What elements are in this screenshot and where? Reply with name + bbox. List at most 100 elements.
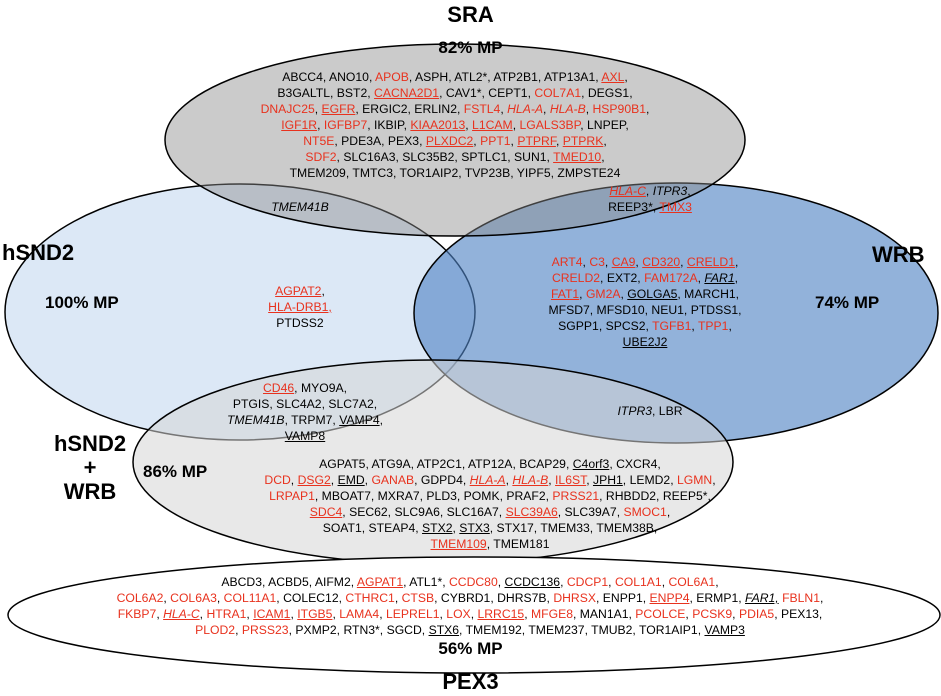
gene-text: , bbox=[604, 255, 612, 269]
gene-text: PCSK9 bbox=[692, 607, 733, 621]
gene-line: CRELD2, EXT2, FAM172A, FAR1, bbox=[510, 270, 780, 286]
gene-text: , bbox=[500, 102, 508, 116]
hsnd2-wrb-sra-genes: CD46, MYO9A,PTGIS, SLC4A2, SLC7A2,TMEM41… bbox=[195, 380, 415, 444]
gene-line: TMEM41B, TRPM7, VAMP4, bbox=[195, 412, 415, 428]
gene-text: AGPAT2 bbox=[275, 284, 322, 298]
gene-text: , CAV1*, CEPT1, bbox=[439, 86, 535, 100]
gene-line: TMEM109, TMEM181 bbox=[190, 536, 790, 552]
gene-line: SDC4, SEC62, SLC9A6, SLC16A7, SLC39A6, S… bbox=[190, 504, 790, 520]
gene-text: , bbox=[680, 255, 687, 269]
gene-text: DSG2 bbox=[297, 473, 331, 487]
sra-only-genes: ABCC4, ANO10, APOB, ASPH, ATL2*, ATP2B1,… bbox=[190, 69, 720, 181]
gene-text: , bbox=[732, 607, 739, 621]
gene-text: , bbox=[452, 521, 460, 535]
gene-text: ENPP4 bbox=[649, 591, 690, 605]
gene-text: , EXT2, bbox=[600, 271, 645, 285]
gene-text: , bbox=[735, 255, 739, 269]
gene-text: , MYO9A, bbox=[294, 381, 347, 395]
gene-line: PLOD2, PRSS23, PXMP2, RTN3*, SGCD, STX6,… bbox=[20, 622, 920, 638]
gene-text: , bbox=[163, 591, 171, 605]
gene-text: , SLC39A7, bbox=[557, 505, 624, 519]
gene-text: EMD bbox=[337, 473, 365, 487]
gene-text: , SLC16A3, SLC35B2, SPTLC1, SUN1, bbox=[336, 150, 554, 164]
gene-text: , bbox=[379, 413, 384, 427]
gene-text: HLA-A bbox=[469, 473, 506, 487]
gene-text: , DEGS1, bbox=[581, 86, 633, 100]
gene-text: , bbox=[579, 287, 586, 301]
gene-text: ICAM1 bbox=[253, 607, 291, 621]
gene-text: GANAB bbox=[371, 473, 415, 487]
gene-text: CACNA2D1 bbox=[374, 86, 440, 100]
gene-text: MFGE8 bbox=[531, 607, 573, 621]
gene-text: LRPAP1 bbox=[269, 489, 315, 503]
gene-text: MFSD7, MFSD10, NEU1, PTDSS1, bbox=[548, 303, 742, 317]
gene-text: CA9 bbox=[611, 255, 636, 269]
gene-text: IL6ST bbox=[555, 473, 587, 487]
gene-text: , bbox=[620, 287, 628, 301]
gene-text: , bbox=[608, 575, 615, 589]
gene-line: LRPAP1, MBOAT7, MXRA7, PLD3, POMK, PRAF2… bbox=[190, 488, 790, 504]
gene-text: , bbox=[548, 473, 556, 487]
gene-text: B3GALTL, BST2, bbox=[277, 86, 375, 100]
gene-text: LEPREL1 bbox=[385, 607, 440, 621]
gene-text: SDF2 bbox=[305, 150, 337, 164]
gene-text: , bbox=[439, 607, 447, 621]
gene-text: , bbox=[524, 607, 531, 621]
gene-text: CDCP1 bbox=[566, 575, 609, 589]
gene-text: ABCC4, ANO10, bbox=[282, 70, 376, 84]
gene-text: , bbox=[317, 118, 324, 132]
gene-line: FKBP7, HLA-C, HTRA1, ICAM1, ITGB5, LAMA4… bbox=[20, 606, 920, 622]
gene-text: , bbox=[216, 591, 224, 605]
hsnd2-title: hSND2 bbox=[2, 240, 75, 265]
gene-text: CD320 bbox=[642, 255, 681, 269]
gene-text: FSTL4 bbox=[463, 102, 501, 116]
gene-line: PTGIS, SLC4A2, SLC7A2, bbox=[195, 396, 415, 412]
wrb-percentage: 74% MP bbox=[815, 293, 880, 312]
gene-text: APOB bbox=[375, 70, 409, 84]
gene-text: ABCD3, ACBD5, AIFM2, bbox=[221, 575, 357, 589]
hsnd2-wrb-percentage: 86% MP bbox=[143, 462, 208, 481]
gene-text: CCDC80 bbox=[448, 575, 498, 589]
gene-text: TMEM41B bbox=[271, 200, 329, 214]
gene-text: FBLN1 bbox=[782, 591, 820, 605]
gene-text: , bbox=[290, 607, 298, 621]
gene-line: AGPAT5, ATG9A, ATP2C1, ATP12A, BCAP29, C… bbox=[190, 456, 790, 472]
sra-title: SRA bbox=[447, 2, 494, 27]
gene-text: STX6 bbox=[428, 623, 460, 637]
gene-text: EGFR bbox=[321, 102, 356, 116]
gene-line: REEP3*, TMX3 bbox=[570, 199, 730, 215]
gene-text: LAMA4 bbox=[339, 607, 380, 621]
gene-text: CD46 bbox=[263, 381, 295, 395]
gene-text: FAR1 bbox=[704, 271, 735, 285]
gene-text: , PXMP2, RTN3*, SGCD, bbox=[288, 623, 429, 637]
gene-text: , bbox=[661, 575, 669, 589]
hsnd2-wrb-title-line3: WRB bbox=[63, 479, 117, 504]
sra-wrb-pex3-genes: ITPR3, LBR bbox=[580, 403, 720, 419]
gene-text: , bbox=[470, 607, 478, 621]
gene-text: , bbox=[379, 607, 386, 621]
gene-text: HLA-B bbox=[512, 473, 549, 487]
gene-text: , bbox=[555, 134, 563, 148]
gene-text: , bbox=[685, 607, 693, 621]
gene-text: , bbox=[199, 607, 207, 621]
gene-text: CCDC136 bbox=[504, 575, 561, 589]
gene-text: , STX17, TMEM33, TMEM38B, bbox=[489, 521, 658, 535]
gene-text: , PDE3A, PEX3, bbox=[334, 134, 426, 148]
gene-text: , bbox=[728, 319, 732, 333]
gene-line: PTDSS2 bbox=[240, 315, 360, 331]
gene-text: , MARCH1, bbox=[677, 287, 740, 301]
gene-text: , bbox=[734, 271, 739, 285]
gene-text: IGF1R bbox=[281, 118, 318, 132]
gene-text: , ERGIC2, ERLIN2, bbox=[355, 102, 464, 116]
gene-text: PTPRK bbox=[562, 134, 604, 148]
gene-text: COL6A2 bbox=[116, 591, 164, 605]
gene-text: , bbox=[314, 102, 322, 116]
gene-text: , bbox=[290, 473, 298, 487]
gene-text: , MBOAT7, MXRA7, PLD3, POMK, PRAF2, bbox=[314, 489, 553, 503]
gene-text: , bbox=[582, 255, 590, 269]
gene-text: TMEM109 bbox=[430, 537, 487, 551]
gene-text: , bbox=[505, 473, 513, 487]
gene-text: , ASPH, ATL2*, ATP2B1, ATP13A1, bbox=[408, 70, 602, 84]
gene-text: SOAT1, STEAP4, bbox=[322, 521, 423, 535]
gene-text: , PEX13, bbox=[774, 607, 823, 621]
